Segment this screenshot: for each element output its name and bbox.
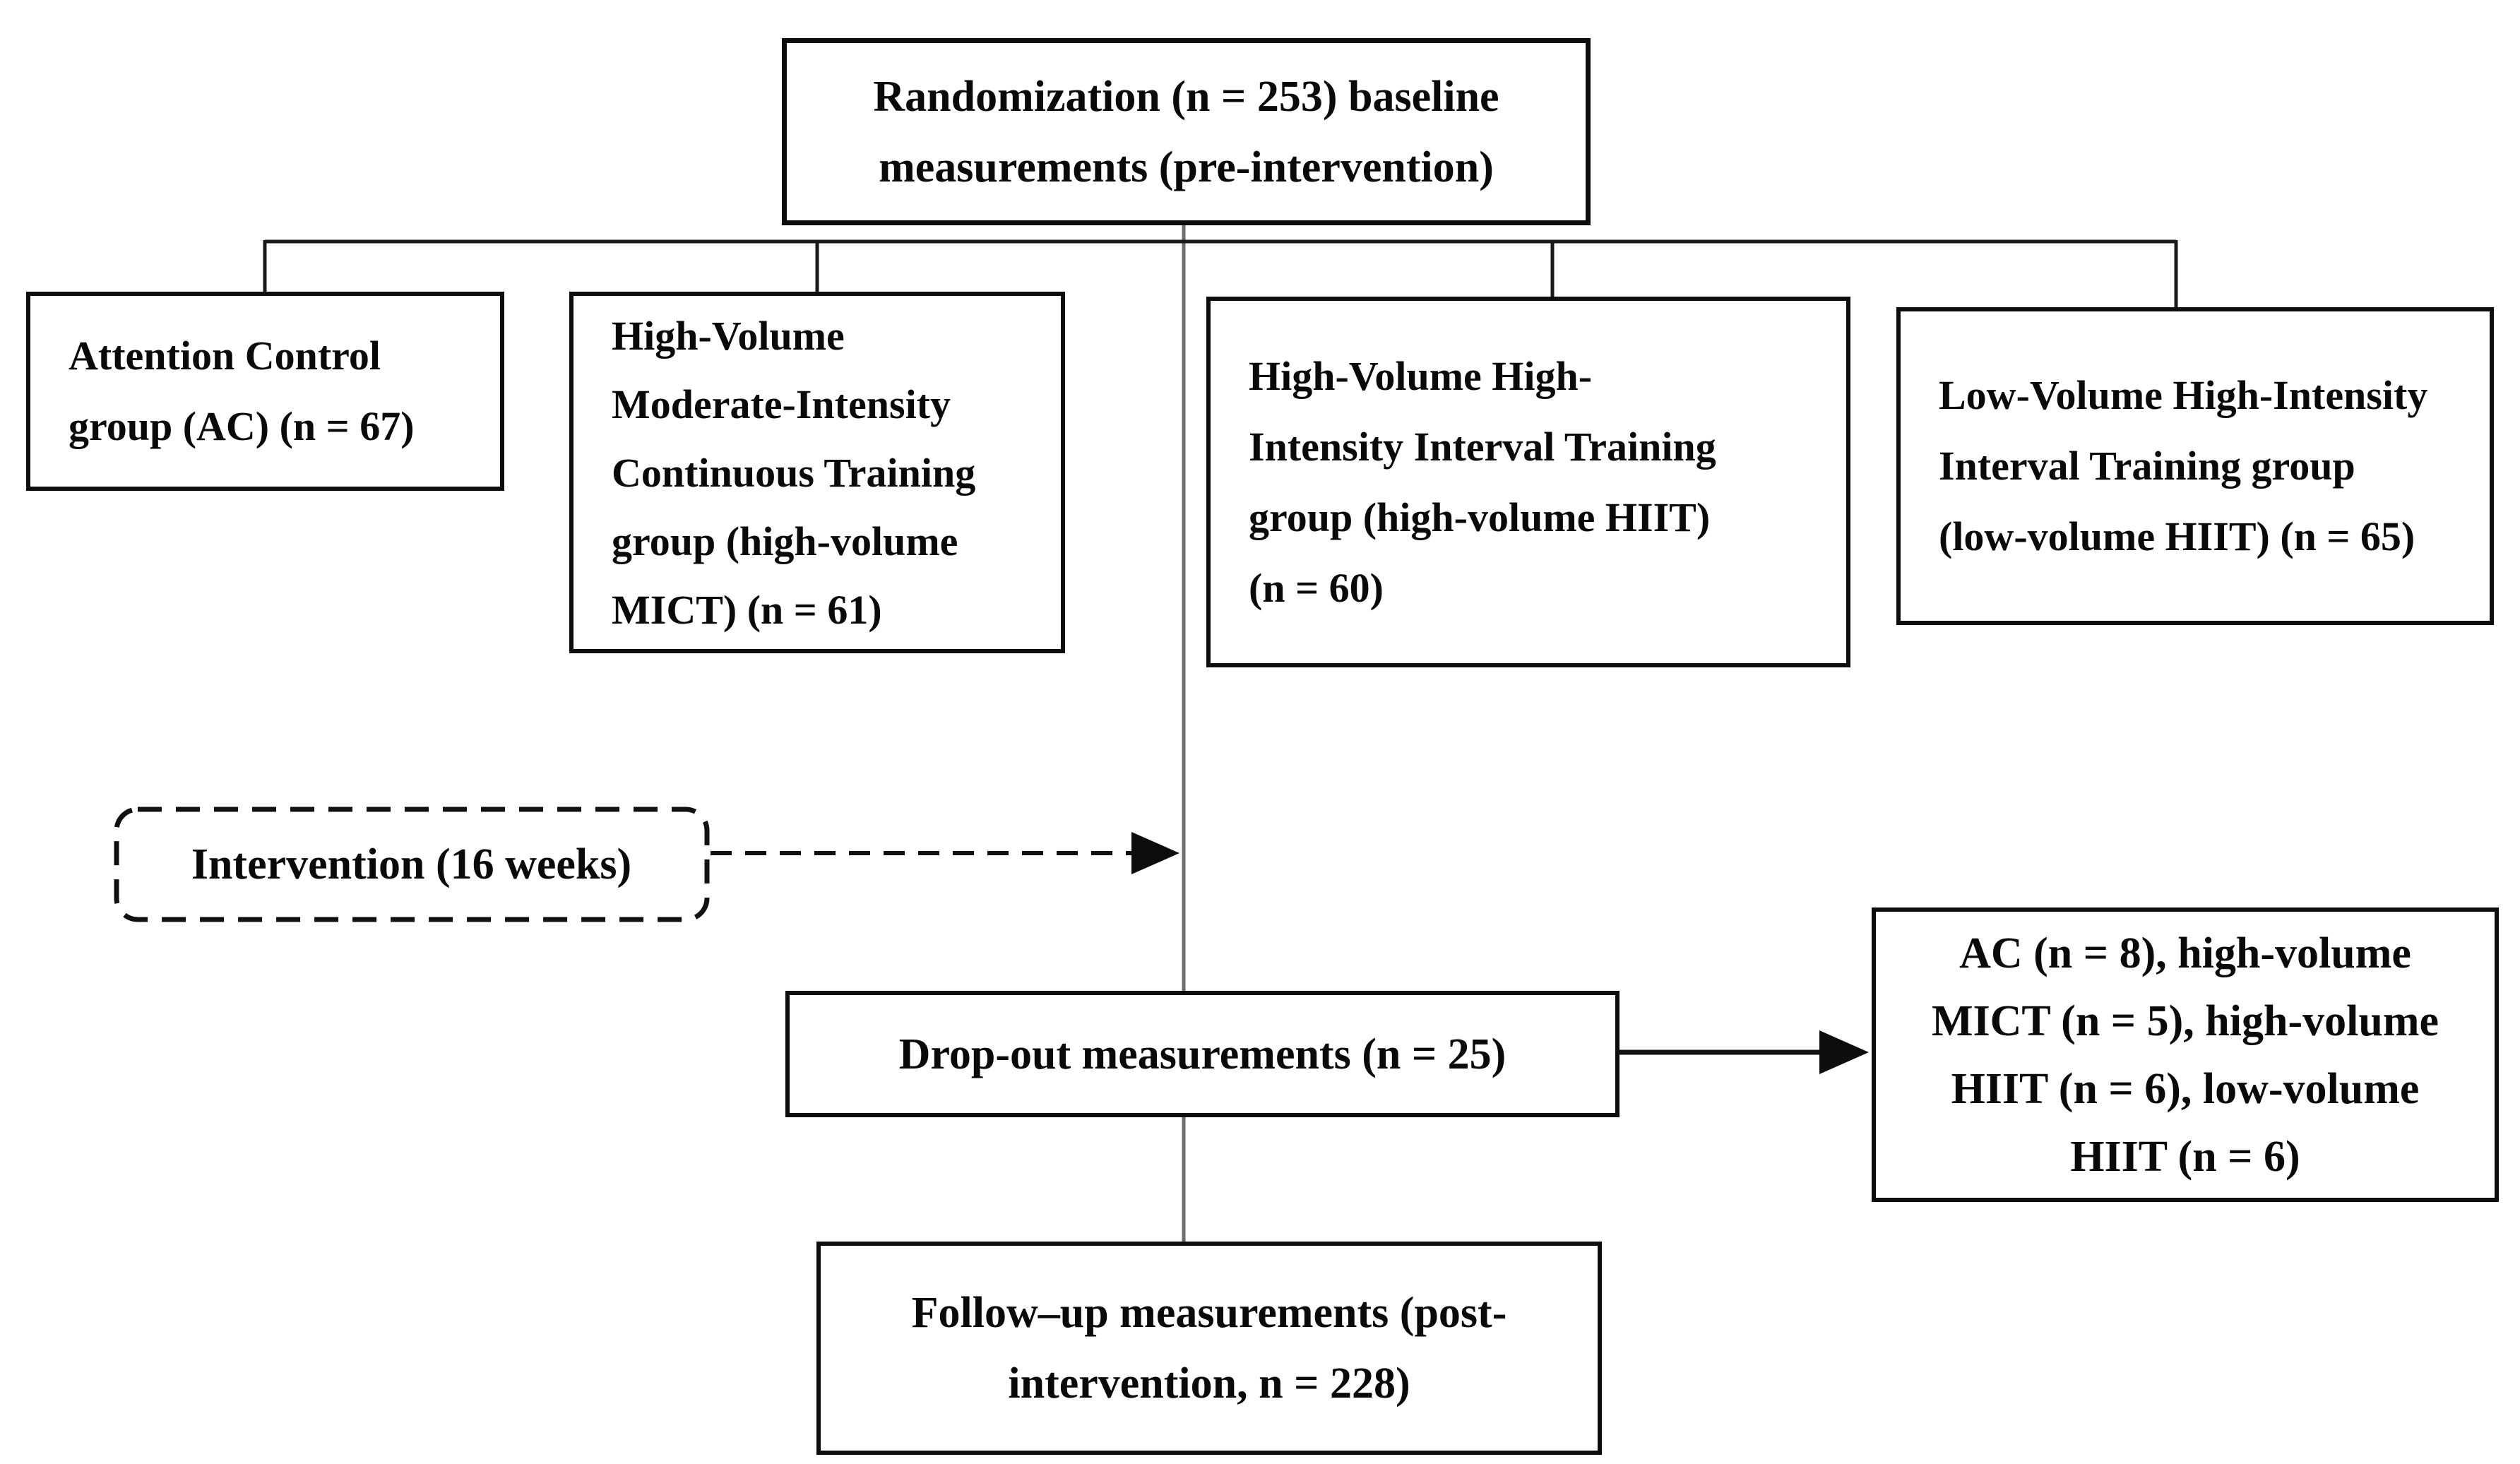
- node-text-line: HIIT (n = 6): [2070, 1132, 2300, 1181]
- high-volume-hiit-node: High-Volume High- Intensity Interval Tra…: [1206, 297, 1850, 667]
- node-text-line: High-Volume High-: [1249, 352, 1593, 399]
- high-volume-mict-node: High-Volume Moderate-Intensity Continuou…: [569, 292, 1065, 653]
- node-text-line: Low-Volume High-Intensity: [1939, 372, 2428, 418]
- followup-node: Follow–up measurements (post- interventi…: [816, 1242, 1602, 1455]
- intervention-node: Intervention (16 weeks): [113, 807, 710, 922]
- node-text-line: Attention Control: [69, 333, 381, 379]
- randomization-node: Randomization (n = 253) baseline measure…: [782, 38, 1591, 225]
- node-text-line: Follow–up measurements (post-: [911, 1289, 1507, 1337]
- node-text-line: MICT) (n = 61): [612, 586, 882, 633]
- node-text-line: group (high-volume: [612, 518, 958, 564]
- node-text-line: measurements (pre-intervention): [879, 143, 1494, 191]
- node-text-line: Intervention (16 weeks): [191, 840, 632, 888]
- low-volume-hiit-node: Low-Volume High-Intensity Interval Train…: [1896, 307, 2494, 625]
- dropout-node: Drop-out measurements (n = 25): [785, 991, 1619, 1117]
- node-text-line: Continuous Training: [612, 449, 976, 496]
- dropout-arrowhead-icon: [1819, 1030, 1869, 1074]
- node-text-line: Intensity Interval Training: [1249, 423, 1716, 470]
- dropout-detail-node: AC (n = 8), high-volume MICT (n = 5), hi…: [1872, 907, 2499, 1202]
- node-text-line: MICT (n = 5), high-volume: [1932, 996, 2439, 1045]
- intervention-dashed-border: [114, 807, 710, 922]
- node-text-line: (low-volume HIIT) (n = 65): [1939, 513, 2415, 559]
- node-text-line: HIIT (n = 6), low-volume: [1951, 1064, 2420, 1113]
- node-text-line: group (AC) (n = 67): [69, 403, 415, 449]
- node-text-line: AC (n = 8), high-volume: [1959, 929, 2411, 977]
- node-text-line: Randomization (n = 253) baseline: [873, 72, 1499, 121]
- node-text-line: High-Volume: [612, 312, 845, 359]
- node-text-line: Moderate-Intensity: [612, 381, 951, 427]
- node-text-line: intervention, n = 228): [1008, 1359, 1410, 1408]
- node-text-line: group (high-volume HIIT): [1249, 494, 1711, 540]
- node-text-line: (n = 60): [1249, 564, 1384, 611]
- node-text-line: Drop-out measurements (n = 25): [898, 1030, 1506, 1078]
- node-text-line: Interval Training group: [1939, 443, 2355, 489]
- intervention-arrowhead-icon: [1131, 832, 1179, 874]
- attention-control-node: Attention Control group (AC) (n = 67): [26, 292, 504, 491]
